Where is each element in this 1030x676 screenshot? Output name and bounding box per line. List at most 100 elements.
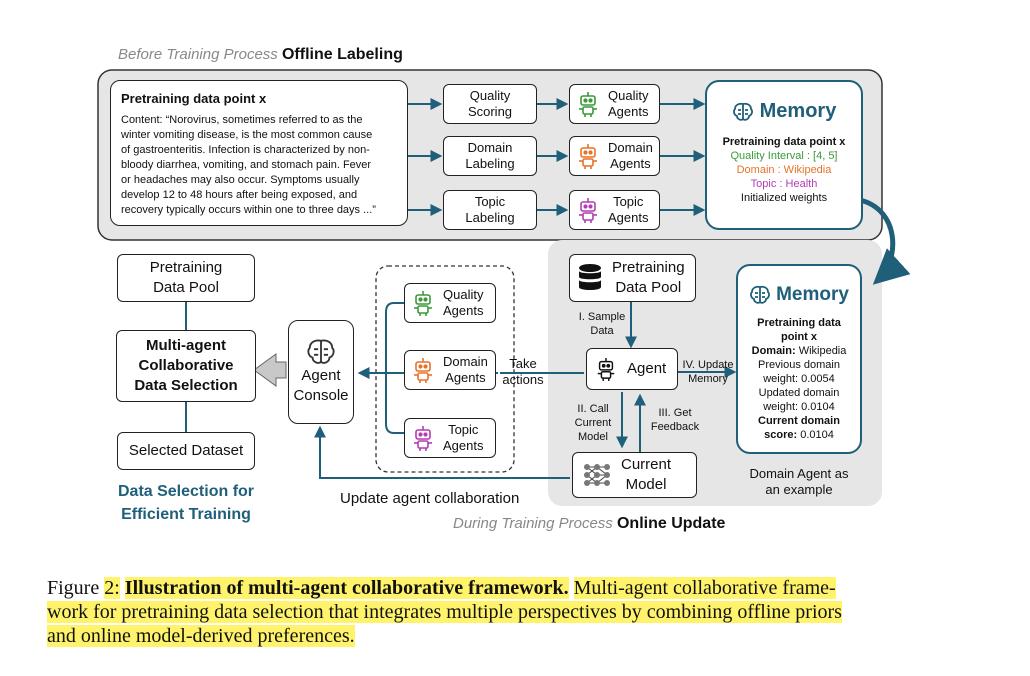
step-text: I. Sample bbox=[578, 311, 626, 323]
caption-text: work for pretraining data selection that… bbox=[47, 601, 842, 623]
take-actions-text: Take bbox=[509, 356, 537, 371]
online-footer: During Training Process Online Update bbox=[453, 514, 725, 534]
agent-label: Agent bbox=[627, 360, 667, 377]
content-line: winter vomiting disease, is the most com… bbox=[121, 129, 373, 141]
robot-icon bbox=[414, 358, 432, 383]
figure-caption: Figure 2: Illustration of multi-agent co… bbox=[47, 576, 957, 648]
step-text: Model bbox=[578, 431, 608, 443]
brain-icon bbox=[732, 102, 753, 121]
offline-memory-box: Memory Pretraining data point x Quality … bbox=[705, 80, 863, 230]
online-memory-box: Memory Pretraining data point x Domain: … bbox=[736, 264, 862, 454]
content-line: Content: “Norovirus, sometimes referred … bbox=[121, 114, 363, 126]
step-text: Feedback bbox=[650, 421, 700, 433]
agent-label: Topic bbox=[613, 194, 644, 209]
agent-label: Domain bbox=[608, 140, 653, 155]
step-text: II. Call bbox=[577, 403, 609, 415]
memory-line: point x bbox=[780, 331, 818, 343]
memory-weights: Initialized weights bbox=[740, 192, 828, 204]
online-agent-box: Agent bbox=[586, 348, 678, 390]
memory-domain-value: Wikipedia bbox=[798, 345, 847, 357]
offline-memory-title: Memory bbox=[759, 100, 837, 122]
memory-domain: Domain : Wikipedia bbox=[736, 164, 832, 176]
content-line: recovery typically occurs within one to … bbox=[121, 204, 376, 216]
online-memory-title: Memory bbox=[776, 284, 849, 305]
step3-label: III. Get Feedback bbox=[646, 406, 704, 434]
data-point-box: Pretraining data point x Content: “Norov… bbox=[110, 80, 408, 226]
brain-icon bbox=[307, 339, 335, 364]
agent-label: Agents bbox=[443, 438, 484, 453]
agent-label: Topic bbox=[448, 422, 479, 437]
selected-label: Selected Dataset bbox=[128, 442, 244, 459]
robot-icon bbox=[579, 198, 597, 223]
pool-label: Pretraining bbox=[612, 259, 685, 276]
agent-label: Agents bbox=[443, 303, 484, 318]
mac-label: Collaborative bbox=[138, 357, 234, 374]
memory-quality: Quality Interval : [4, 5] bbox=[730, 150, 838, 162]
pretraining-data-pool-box: Pretraining Data Pool bbox=[117, 254, 255, 302]
online-footer-prefix: During Training Process bbox=[453, 515, 613, 532]
neural-network-icon bbox=[584, 464, 610, 486]
content-line: of gastroenteritis. Infection is charact… bbox=[121, 144, 370, 156]
task-label: Quality bbox=[469, 88, 511, 103]
content-line: or headaches may also occur. Symptoms us… bbox=[121, 174, 360, 186]
domain-agent-example: Domain Agent as an example bbox=[736, 466, 862, 498]
model-label: Model bbox=[625, 476, 667, 493]
content-line: develop 12 to 48 hours after being expos… bbox=[121, 189, 358, 201]
pool-label: Pretraining bbox=[149, 259, 223, 276]
agents-dashed-box bbox=[375, 265, 515, 473]
content-line: bloody diarrhea, vomiting, and stomach p… bbox=[121, 159, 372, 171]
topic-labeling-box: Topic Labeling bbox=[443, 190, 537, 230]
memory-transfer-arrow bbox=[859, 197, 911, 285]
model-label: Current bbox=[621, 456, 672, 473]
memory-score-value: 0.0104 bbox=[800, 429, 834, 441]
take-actions-text: actions bbox=[502, 372, 544, 387]
memory-line: Previous domain bbox=[758, 359, 840, 371]
task-label: Labeling bbox=[465, 210, 515, 225]
caption-text: and online model-derived preferences. bbox=[47, 625, 355, 647]
agent-label: Quality bbox=[443, 287, 484, 302]
online-footer-title: Online Update bbox=[616, 515, 726, 532]
data-point-title: Pretraining data point x bbox=[121, 91, 267, 106]
task-label: Scoring bbox=[467, 104, 513, 119]
step-text: Memory bbox=[688, 373, 728, 385]
robot-icon bbox=[414, 291, 432, 316]
step-text: III. Get bbox=[658, 407, 692, 419]
caption-figure-num: 2: bbox=[104, 577, 120, 599]
agent-console-box: Agent Console bbox=[288, 320, 354, 424]
step-text: Data bbox=[590, 325, 614, 337]
step-text: Current bbox=[574, 417, 612, 429]
memory-domain-label: Domain: bbox=[751, 345, 796, 357]
pool-label: Data Pool bbox=[153, 279, 219, 296]
footer-line: Data Selection for bbox=[117, 483, 255, 500]
memory-line: weight: 0.0054 bbox=[763, 373, 835, 385]
console-label: Agent bbox=[301, 367, 341, 384]
take-actions-label: Take actions bbox=[500, 356, 546, 388]
footer-line: Efficient Training bbox=[121, 506, 251, 523]
offline-header-prefix: Before Training Process bbox=[118, 46, 278, 63]
selection-footer: Data Selection for Efficient Training bbox=[96, 480, 276, 526]
offline-header-title: Offline Labeling bbox=[281, 46, 403, 63]
database-icon bbox=[579, 264, 601, 290]
offline-header: Before Training Process Offline Labeling bbox=[118, 45, 403, 65]
arrow-left-icon bbox=[253, 353, 287, 387]
mac-label: Multi-agent bbox=[146, 337, 226, 354]
update-collaboration-label: Update agent collaboration bbox=[340, 490, 520, 507]
caption-title: Illustration of multi-agent collaborativ… bbox=[124, 577, 569, 599]
step1-label: I. Sample Data bbox=[574, 310, 630, 338]
mac-data-selection-box: Multi-agent Collaborative Data Selection bbox=[116, 330, 256, 402]
agent-label: Domain bbox=[443, 354, 488, 369]
memory-line: Pretraining data bbox=[757, 317, 841, 329]
agent-label: Quality bbox=[608, 88, 649, 103]
agent-label: Agents bbox=[608, 104, 649, 119]
memory-topic: Topic : Health bbox=[750, 178, 818, 190]
step4-label: IV. Update Memory bbox=[680, 358, 736, 386]
robot-icon bbox=[414, 426, 432, 451]
